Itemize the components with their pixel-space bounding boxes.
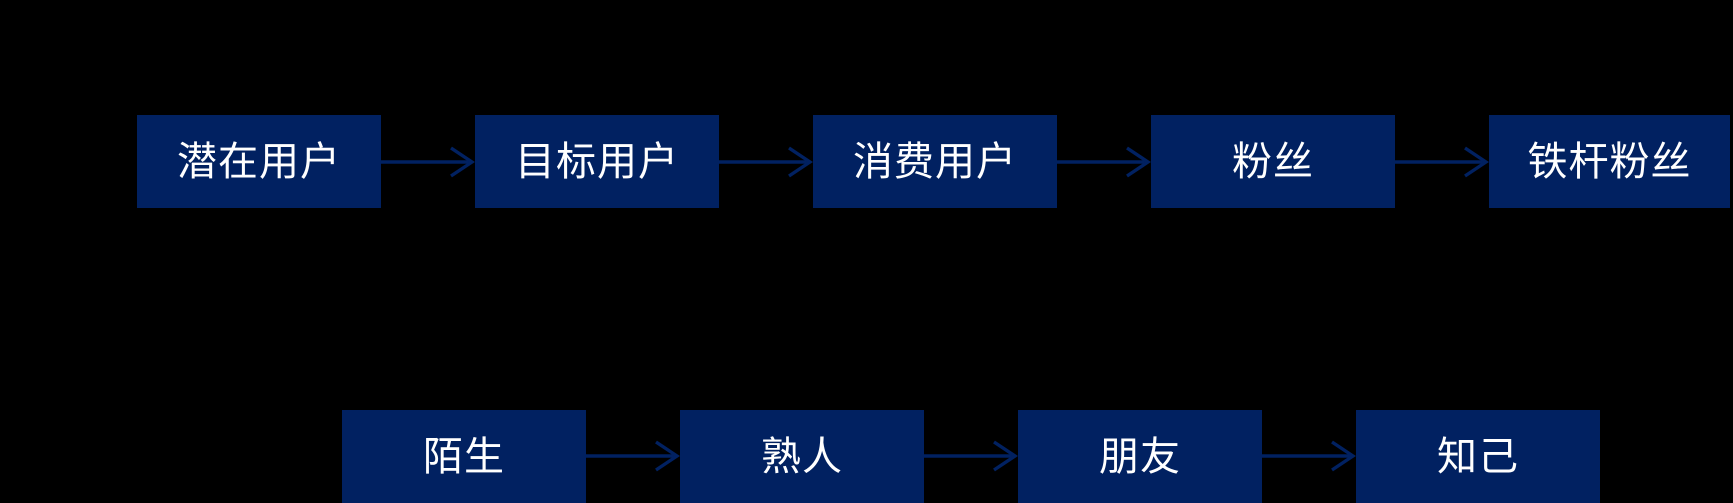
flow-arrow-icon [586, 436, 680, 476]
node-hardcore-fan: 铁杆粉丝 [1489, 115, 1730, 208]
flow-arrow-icon [924, 436, 1018, 476]
node-fan: 粉丝 [1151, 115, 1395, 208]
node-target-user: 目标用户 [475, 115, 719, 208]
node-consuming-user: 消费用户 [813, 115, 1057, 208]
flow-arrow-icon [1395, 142, 1489, 182]
flow-arrow-icon [1057, 142, 1151, 182]
node-friend: 朋友 [1018, 410, 1262, 503]
flow-arrow-icon [381, 142, 475, 182]
node-stranger: 陌生 [342, 410, 586, 503]
node-acquaintance: 熟人 [680, 410, 924, 503]
flow-arrow-icon [1262, 436, 1356, 476]
flow-arrow-icon [719, 142, 813, 182]
node-confidant: 知己 [1356, 410, 1600, 503]
node-potential-user: 潜在用户 [137, 115, 381, 208]
